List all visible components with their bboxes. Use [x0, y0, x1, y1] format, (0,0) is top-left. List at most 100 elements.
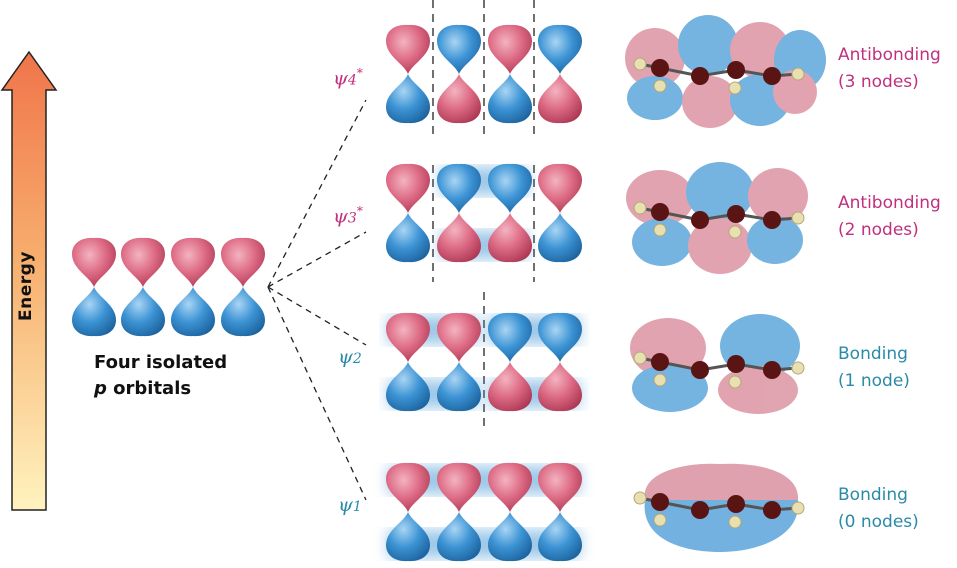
- hydrogen-atom: [728, 225, 742, 239]
- mo-lobe-top: [437, 462, 481, 512]
- psi4-type: Antibonding: [838, 45, 941, 65]
- carbon-atom: [691, 501, 709, 519]
- hydrogen-atom: [791, 361, 805, 375]
- p-orbital-bottom-lobe: [121, 287, 165, 337]
- mo-lobe-bottom: [538, 512, 582, 562]
- psi3-label: ψ3*: [333, 204, 363, 228]
- mo-lobe-top: [538, 312, 582, 362]
- isolated-label-line1: Four isolated: [94, 352, 228, 373]
- orbital-combinations: [386, 24, 582, 562]
- psi2-type: Bonding: [838, 344, 908, 364]
- carbon-atom: [727, 355, 745, 373]
- mo-lobe-bottom: [386, 74, 430, 124]
- mo-lobe-bottom: [437, 213, 481, 263]
- hydrogen-atom: [791, 211, 805, 225]
- mo-render-psi4: [625, 15, 826, 128]
- mo-lobe-bottom: [488, 213, 532, 263]
- carbon-atom: [763, 211, 781, 229]
- psi2-nodes: (1 node): [838, 371, 910, 391]
- hydrogen-atom: [728, 375, 742, 389]
- isolated-orbitals-label: Four isolated p orbitals: [94, 350, 227, 402]
- hydrogen-atom: [633, 351, 647, 365]
- carbon-atom: [651, 353, 669, 371]
- carbon-atom: [651, 493, 669, 511]
- hydrogen-atom: [633, 491, 647, 505]
- p-orbital-bottom-lobe: [221, 287, 265, 337]
- isolated-label-line2: p orbitals: [94, 376, 227, 402]
- mo-lobe-bottom: [488, 362, 532, 412]
- psi4-nodes: (3 nodes): [838, 72, 919, 92]
- p-orbital-top-lobe: [171, 237, 215, 287]
- p-orbital-bottom-lobe: [72, 287, 116, 337]
- energy-arrow: [0, 50, 58, 511]
- hydrogen-atom: [633, 201, 647, 215]
- orbitals-word: orbitals: [106, 378, 192, 399]
- mo-lobe-top: [488, 312, 532, 362]
- psi4-label: ψ4*: [333, 66, 363, 90]
- psi3-nodes: (2 nodes): [838, 220, 919, 240]
- psi4-description: Antibonding (3 nodes): [838, 42, 941, 96]
- hydrogen-atom: [653, 223, 667, 237]
- p-letter: p: [94, 378, 107, 399]
- psi1-type: Bonding: [838, 485, 908, 505]
- mo-lobe-top: [437, 163, 481, 213]
- carbon-atom: [727, 495, 745, 513]
- hydrogen-atom: [653, 373, 667, 387]
- carbon-atom: [727, 205, 745, 223]
- hydrogen-atom: [728, 515, 742, 529]
- hydrogen-atom: [791, 67, 805, 81]
- mo-lobe-top: [538, 462, 582, 512]
- mo-lobe-top: [538, 163, 582, 213]
- mo-lobe-bottom: [386, 512, 430, 562]
- psi2-description: Bonding (1 node): [838, 341, 910, 395]
- hydrogen-atom: [791, 501, 805, 515]
- mo-lobe-bottom: [538, 74, 582, 124]
- mo-lobe-bottom: [437, 74, 481, 124]
- mo-lobe-top: [437, 312, 481, 362]
- mo-lobe-top: [538, 24, 582, 74]
- psi3-type: Antibonding: [838, 193, 941, 213]
- carbon-atom: [763, 501, 781, 519]
- connector-psi3: [267, 231, 367, 288]
- mo-lobe-top: [386, 312, 430, 362]
- p-orbital-top-lobe: [72, 237, 116, 287]
- mo-lobe-bottom: [538, 362, 582, 412]
- psi1-nodes: (0 nodes): [838, 512, 919, 532]
- mo-lobe-top: [488, 163, 532, 213]
- node-lines: [432, 0, 535, 430]
- hydrogen-atom: [653, 79, 667, 93]
- mo-lobe-top: [386, 163, 430, 213]
- connector-psi4: [267, 99, 367, 288]
- carbon-atom: [651, 59, 669, 77]
- psi2-label: ψ2: [338, 346, 362, 368]
- p-orbital-top-lobe: [121, 237, 165, 287]
- connector-psi1: [267, 286, 367, 501]
- carbon-atom: [691, 67, 709, 85]
- mo-lobe-bottom: [386, 213, 430, 263]
- connector-psi2: [267, 286, 367, 346]
- mo-lobe-bottom: [386, 362, 430, 412]
- level-connectors: [267, 99, 367, 501]
- mo-render-psi1: [644, 463, 799, 552]
- psi1-label: ψ1: [338, 494, 362, 516]
- hydrogen-atom: [653, 513, 667, 527]
- mo-lobe-top: [488, 462, 532, 512]
- mo-lobe-top: [488, 24, 532, 74]
- psi3-description: Antibonding (2 nodes): [838, 190, 941, 244]
- carbon-atom: [763, 67, 781, 85]
- mo-lobe-bottom: [437, 362, 481, 412]
- butadiene-skeletons: [633, 57, 805, 529]
- mo-lobe-top: [386, 462, 430, 512]
- hydrogen-atom: [728, 81, 742, 95]
- mo-lobe-bottom: [538, 213, 582, 263]
- isolated-p-orbitals: [72, 237, 265, 337]
- mo-lobe-bottom: [437, 512, 481, 562]
- hydrogen-atom: [633, 57, 647, 71]
- carbon-atom: [651, 203, 669, 221]
- carbon-atom: [727, 61, 745, 79]
- carbon-atom: [691, 361, 709, 379]
- p-orbital-bottom-lobe: [171, 287, 215, 337]
- mo-lobe-top: [437, 24, 481, 74]
- p-orbital-top-lobe: [221, 237, 265, 287]
